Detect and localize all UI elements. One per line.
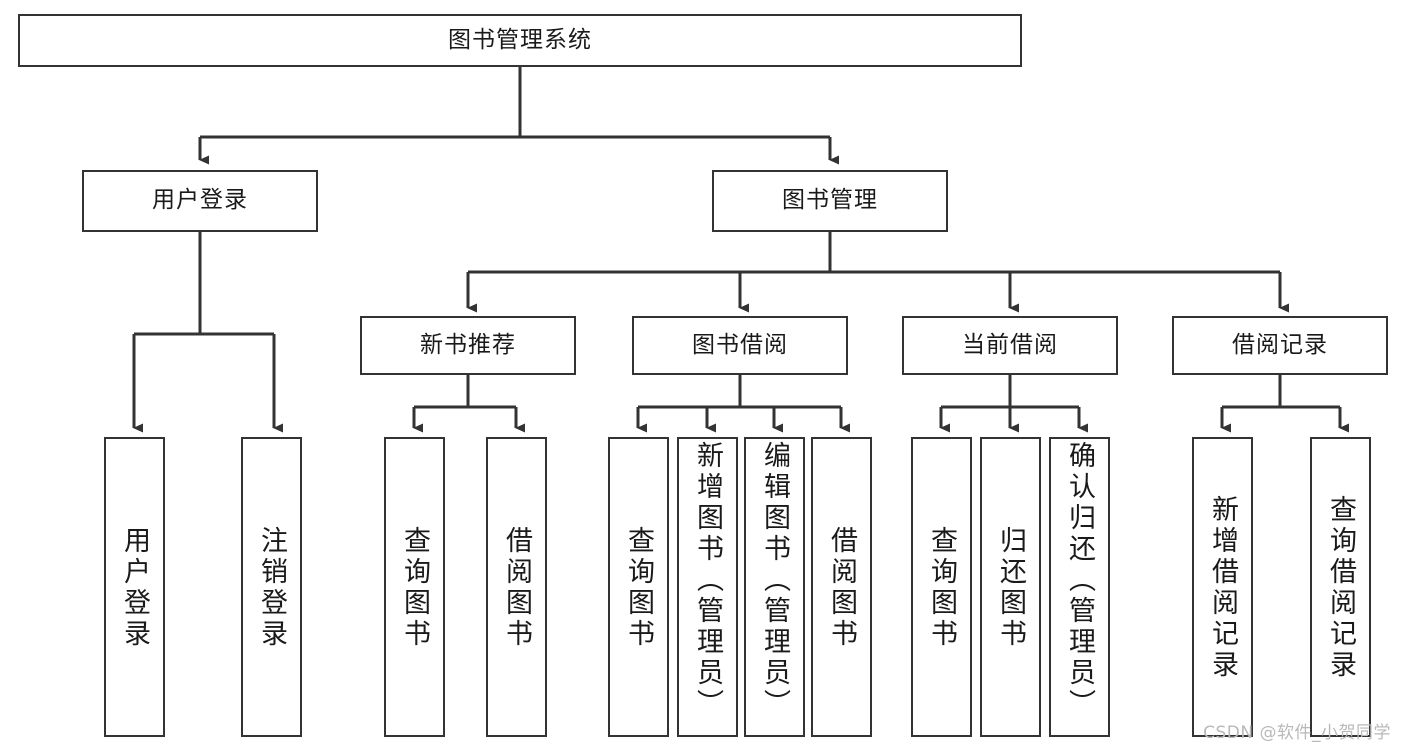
node-leaf-user-login-label: 用户登录 <box>119 526 150 650</box>
node-current-borrow[interactable]: 当前借阅 <box>902 316 1118 375</box>
node-new-book-recommend[interactable]: 新书推荐 <box>360 316 576 375</box>
node-leaf-borrow-book-label: 借阅图书 <box>826 526 857 650</box>
node-leaf-edit-book-admin-label: 编辑图书（管理员） <box>759 441 790 720</box>
node-book-borrow-label: 图书借阅 <box>692 331 788 358</box>
node-user-login[interactable]: 用户登录 <box>82 170 318 232</box>
node-leaf-query-book-borrow[interactable]: 查询图书 <box>608 437 669 737</box>
node-current-borrow-label: 当前借阅 <box>962 331 1058 358</box>
node-book-management[interactable]: 图书管理 <box>712 170 948 232</box>
node-leaf-add-book-admin[interactable]: 新增图书（管理员） <box>677 437 738 737</box>
node-new-book-recommend-label: 新书推荐 <box>420 331 516 358</box>
node-leaf-query-book-recommend-label: 查询图书 <box>399 526 430 650</box>
node-root-book-management-system[interactable]: 图书管理系统 <box>18 14 1022 67</box>
node-leaf-borrow-book[interactable]: 借阅图书 <box>811 437 872 737</box>
node-leaf-return-book[interactable]: 归还图书 <box>980 437 1041 737</box>
node-borrow-record-label: 借阅记录 <box>1232 331 1328 358</box>
node-leaf-logout[interactable]: 注销登录 <box>241 437 302 737</box>
node-leaf-logout-label: 注销登录 <box>256 526 287 650</box>
node-leaf-borrow-book-recommend[interactable]: 借阅图书 <box>486 437 547 737</box>
node-root-label: 图书管理系统 <box>448 26 592 53</box>
node-leaf-confirm-return-admin-label: 确认归还（管理员） <box>1064 441 1095 720</box>
node-leaf-query-book-borrow-label: 查询图书 <box>623 526 654 650</box>
watermark-text: CSDN @软件_小贺同学 <box>1203 723 1391 743</box>
node-leaf-confirm-return-admin[interactable]: 确认归还（管理员） <box>1049 437 1110 737</box>
node-borrow-record[interactable]: 借阅记录 <box>1172 316 1388 375</box>
node-leaf-query-borrow-record-label: 查询借阅记录 <box>1325 495 1356 681</box>
node-book-borrow[interactable]: 图书借阅 <box>632 316 848 375</box>
node-leaf-query-borrow-record[interactable]: 查询借阅记录 <box>1310 437 1371 737</box>
node-leaf-borrow-book-recommend-label: 借阅图书 <box>501 526 532 650</box>
node-leaf-edit-book-admin[interactable]: 编辑图书（管理员） <box>744 437 805 737</box>
node-leaf-query-book-current-label: 查询图书 <box>926 526 957 650</box>
node-leaf-add-borrow-record[interactable]: 新增借阅记录 <box>1192 437 1253 737</box>
node-leaf-return-book-label: 归还图书 <box>995 526 1026 650</box>
node-leaf-query-book-recommend[interactable]: 查询图书 <box>384 437 445 737</box>
node-book-management-label: 图书管理 <box>782 187 878 214</box>
node-leaf-add-borrow-record-label: 新增借阅记录 <box>1207 495 1238 681</box>
node-leaf-query-book-current[interactable]: 查询图书 <box>911 437 972 737</box>
node-leaf-add-book-admin-label: 新增图书（管理员） <box>692 441 723 720</box>
node-leaf-user-login[interactable]: 用户登录 <box>104 437 165 737</box>
node-user-login-label: 用户登录 <box>152 187 248 214</box>
